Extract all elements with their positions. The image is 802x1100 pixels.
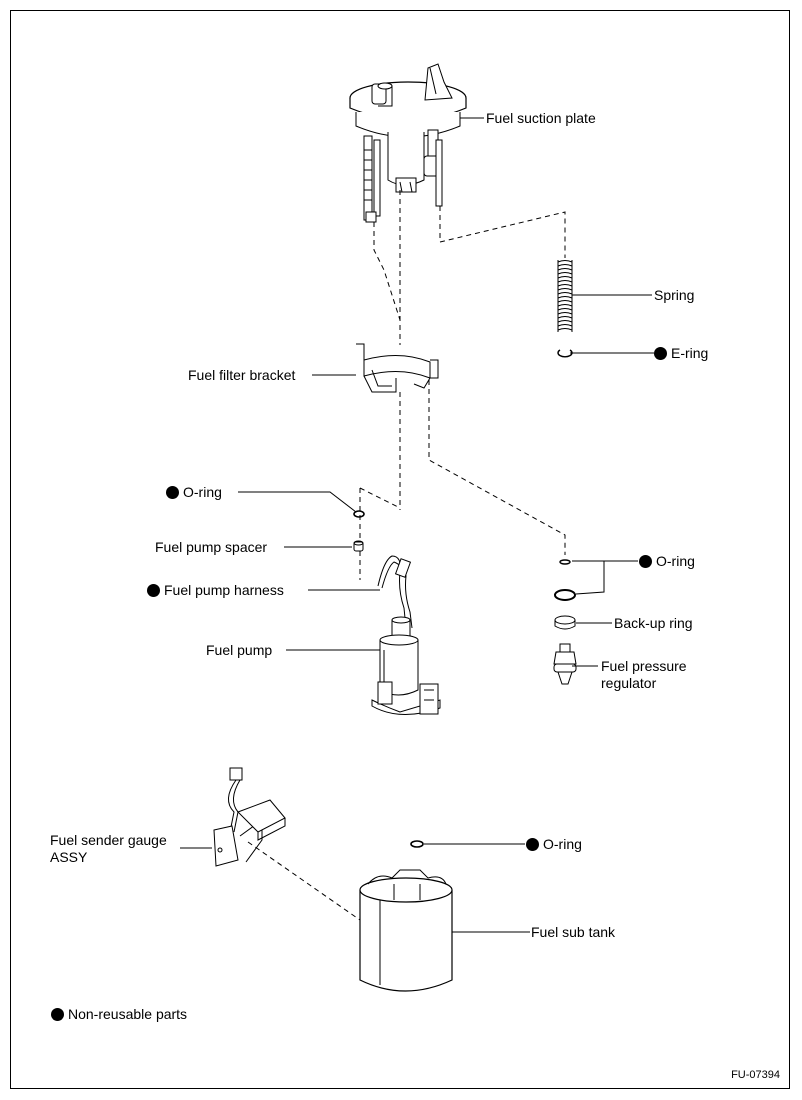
label-o-ring-regulator: O-ring (639, 553, 695, 570)
fuel-pressure-regulator-drawing (553, 643, 577, 685)
legend-non-reusable-text: Non-reusable parts (68, 1006, 188, 1022)
e-ring-drawing (557, 349, 573, 358)
label-fuel-pressure-regulator-line1: Fuel pressure (601, 658, 687, 674)
label-o-ring-sub-tank: O-ring (526, 836, 582, 853)
label-fuel-pressure-regulator-line2: regulator (601, 675, 657, 691)
o-ring-regulator-small-drawing (559, 559, 571, 565)
non-reusable-marker-icon (51, 1008, 64, 1021)
fuel-pump-spacer-drawing (353, 540, 364, 552)
fuel-sender-gauge-drawing (213, 767, 286, 867)
leader-lines (180, 117, 654, 933)
non-reusable-marker-icon (166, 486, 179, 499)
label-e-ring: E-ring (654, 345, 708, 362)
non-reusable-marker-icon (654, 347, 667, 360)
label-fuel-suction-plate: Fuel suction plate (486, 110, 596, 126)
back-up-ring-drawing (554, 615, 576, 630)
label-fuel-sender-gauge: Fuel sender gauge ASSY (50, 832, 167, 866)
label-o-ring-sub-tank-text: O-ring (543, 836, 582, 852)
legend-non-reusable: Non-reusable parts (51, 1006, 187, 1023)
label-fuel-pump: Fuel pump (206, 642, 273, 658)
fuel-filter-bracket-drawing (356, 343, 439, 393)
label-fuel-sub-tank: Fuel sub tank (531, 924, 616, 940)
o-ring-sub-tank-drawing (410, 840, 424, 848)
diagram-frame (10, 10, 790, 1089)
label-fuel-filter-bracket: Fuel filter bracket (188, 367, 296, 383)
fuel-pump-harness-drawing (377, 555, 413, 629)
spring-drawing (557, 260, 573, 332)
label-fuel-pump-harness-text: Fuel pump harness (164, 582, 284, 598)
o-ring-pump-drawing (353, 510, 365, 518)
label-back-up-ring: Back-up ring (614, 615, 693, 631)
label-o-ring-regulator-text: O-ring (656, 553, 695, 569)
label-o-ring-pump-text: O-ring (183, 484, 222, 500)
non-reusable-marker-icon (526, 838, 539, 851)
fuel-suction-plate-drawing (349, 63, 467, 223)
label-o-ring-pump: O-ring (166, 484, 222, 501)
o-ring-regulator-large-drawing (554, 589, 576, 601)
label-fuel-pump-harness: Fuel pump harness (147, 582, 284, 599)
assembly-lines (247, 190, 566, 921)
label-spring: Spring (654, 287, 695, 303)
non-reusable-marker-icon (639, 555, 652, 568)
label-fuel-pump-spacer: Fuel pump spacer (155, 539, 268, 555)
label-fuel-sender-gauge-line2: ASSY (50, 849, 88, 865)
label-e-ring-text: E-ring (671, 345, 709, 361)
label-fuel-sender-gauge-line1: Fuel sender gauge (50, 832, 167, 848)
fuel-sub-tank-drawing (359, 869, 453, 992)
label-fuel-pressure-regulator: Fuel pressure regulator (601, 658, 687, 692)
figure-code: FU-07394 (731, 1069, 780, 1081)
non-reusable-marker-icon (147, 584, 160, 597)
fuel-pump-drawing (371, 616, 441, 716)
